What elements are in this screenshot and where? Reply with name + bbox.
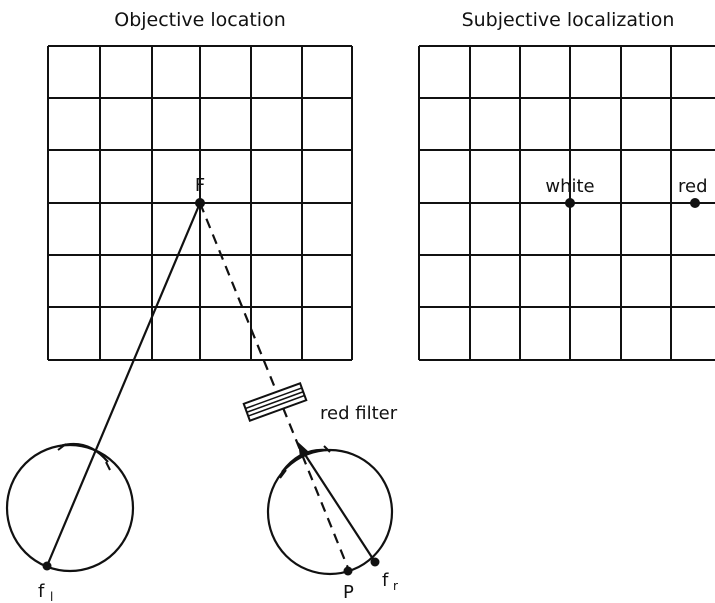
right-fovea-label: f	[382, 570, 389, 591]
red-filter	[242, 382, 308, 422]
subjective-grid	[418, 45, 715, 361]
dashed-ray-f-to-p	[198, 202, 350, 569]
right-eye	[266, 445, 394, 576]
left-eye-line-of-sight	[45, 202, 202, 567]
red-point-label: red	[678, 176, 708, 197]
left-fovea-dot	[42, 561, 52, 571]
white-point-label: white	[545, 176, 594, 197]
point-p-dot	[343, 566, 353, 576]
red-filter-label: red filter	[320, 403, 398, 424]
right-fovea-dot	[370, 557, 380, 567]
right-fovea-subscript: r	[393, 579, 398, 593]
right-eye-projection-line	[301, 449, 376, 563]
objective-grid	[47, 45, 353, 361]
left-fovea-label: f	[38, 581, 45, 602]
left-eye	[5, 442, 135, 573]
objective-location-title: Objective location	[114, 9, 286, 31]
subjective-localization-title: Subjective localization	[462, 9, 675, 31]
projection-arrowhead	[298, 442, 309, 457]
point-p-label: P	[343, 582, 354, 603]
fixation-point-label: F	[195, 175, 205, 196]
red-point-dot	[690, 198, 700, 208]
white-point-dot	[565, 198, 575, 208]
left-fovea-subscript: l	[50, 590, 53, 603]
